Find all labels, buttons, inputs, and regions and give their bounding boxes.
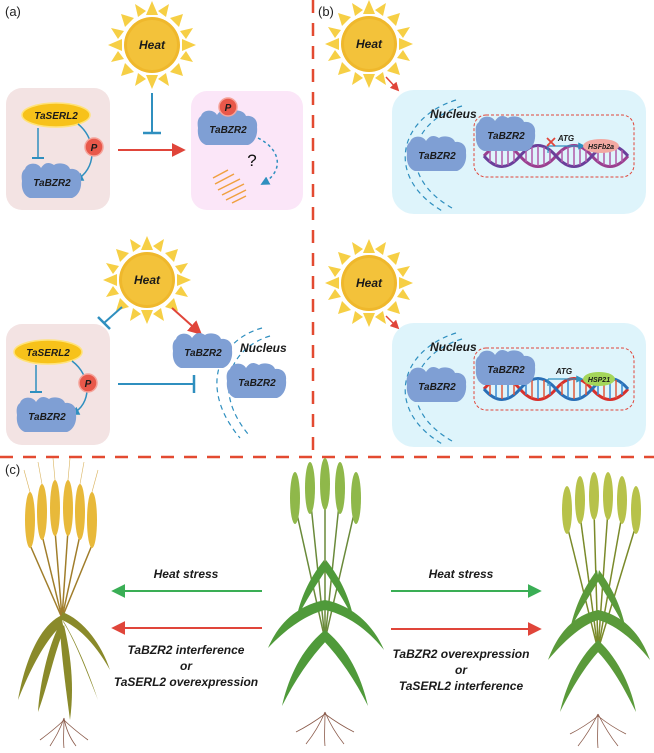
nucleus-label-b1: Nucleus	[430, 107, 477, 121]
promoter-box-1	[473, 114, 635, 178]
tabzr2-label-b2: TaBZR2	[487, 131, 525, 142]
heat-to-tabzr2-arrow	[171, 307, 203, 335]
hsfb2a-label: HSFb2a	[588, 144, 614, 151]
tabzr2-label-b1: TaBZR2	[418, 151, 456, 162]
atg-label-1: ATG	[557, 134, 574, 143]
heat-stress-label-left: Heat stress	[154, 567, 219, 581]
tabzr2-label-4: TaBZR2	[184, 348, 222, 359]
left-condition-line2: or	[180, 659, 193, 673]
hsp21-label: HSP21	[588, 377, 610, 384]
panel-label-b: (b)	[318, 4, 334, 19]
wheat-plant-healthy	[268, 458, 384, 747]
taserl2-protein	[21, 102, 91, 128]
right-condition-line2: or	[455, 663, 468, 677]
taserl2-protein-2	[13, 339, 83, 365]
heat-inhibit-bar-2	[97, 316, 111, 330]
nuclear-envelope-b2	[404, 332, 463, 446]
panel-label-c: (c)	[5, 462, 20, 477]
tabzr2-label-3: TaBZR2	[28, 412, 66, 423]
heat-label-3: Heat	[356, 37, 383, 51]
heat-label: Heat	[139, 38, 166, 52]
heat-label-4: Heat	[356, 276, 383, 290]
heat-label-2: Heat	[134, 273, 161, 287]
degradation-dashed-arrow	[257, 137, 279, 185]
nuclear-envelope-b1	[404, 99, 463, 213]
degraded-fragments-icon	[212, 169, 247, 204]
tabzr2-label-b3: TaBZR2	[418, 382, 456, 393]
question-mark: ?	[247, 151, 256, 170]
left-condition-line3: TaSERL2 overexpression	[114, 675, 258, 689]
tabzr2-label: TaBZR2	[33, 178, 71, 189]
heat-stress-label-right: Heat stress	[429, 567, 494, 581]
left-condition-line1: TaBZR2 interference	[128, 643, 245, 657]
atg-label-2: ATG	[555, 367, 572, 376]
right-condition-line3: TaSERL2 interference	[399, 679, 524, 693]
panel-label-a: (a)	[5, 4, 21, 19]
heat-inhibit-line-2	[103, 306, 123, 324]
hsp21-gene	[583, 372, 615, 386]
taserl2-label-2: TaSERL2	[26, 348, 70, 359]
taserl2-label: TaSERL2	[34, 111, 78, 122]
tabzr2-label-2: TaBZR2	[209, 125, 247, 136]
right-condition-line1: TaBZR2 overexpression	[393, 647, 530, 661]
wheat-plant-wilted	[18, 457, 110, 749]
heat-arrow-b2	[385, 315, 400, 330]
wheat-plant-thriving	[548, 472, 650, 749]
nucleus-label: Nucleus	[240, 341, 287, 355]
heat-arrow-b1	[385, 76, 400, 92]
phospho-badge-3	[78, 373, 98, 393]
phospho-label: P	[91, 143, 98, 154]
tabzr2-label-b4: TaBZR2	[487, 365, 525, 376]
nucleus-label-b2: Nucleus	[430, 340, 477, 354]
blocked-cross-icon	[546, 137, 556, 147]
phospho-label-2: P	[225, 103, 232, 114]
tabzr2-label-5: TaBZR2	[238, 378, 276, 389]
phospho-badge-2	[218, 97, 238, 117]
promoter-box-2	[473, 347, 635, 411]
phospho-label-3: P	[85, 379, 92, 390]
nucleus-box-1	[392, 90, 646, 214]
phospho-badge	[84, 137, 104, 157]
hsfb2a-gene	[583, 139, 619, 153]
nucleus-box-2	[392, 323, 646, 447]
